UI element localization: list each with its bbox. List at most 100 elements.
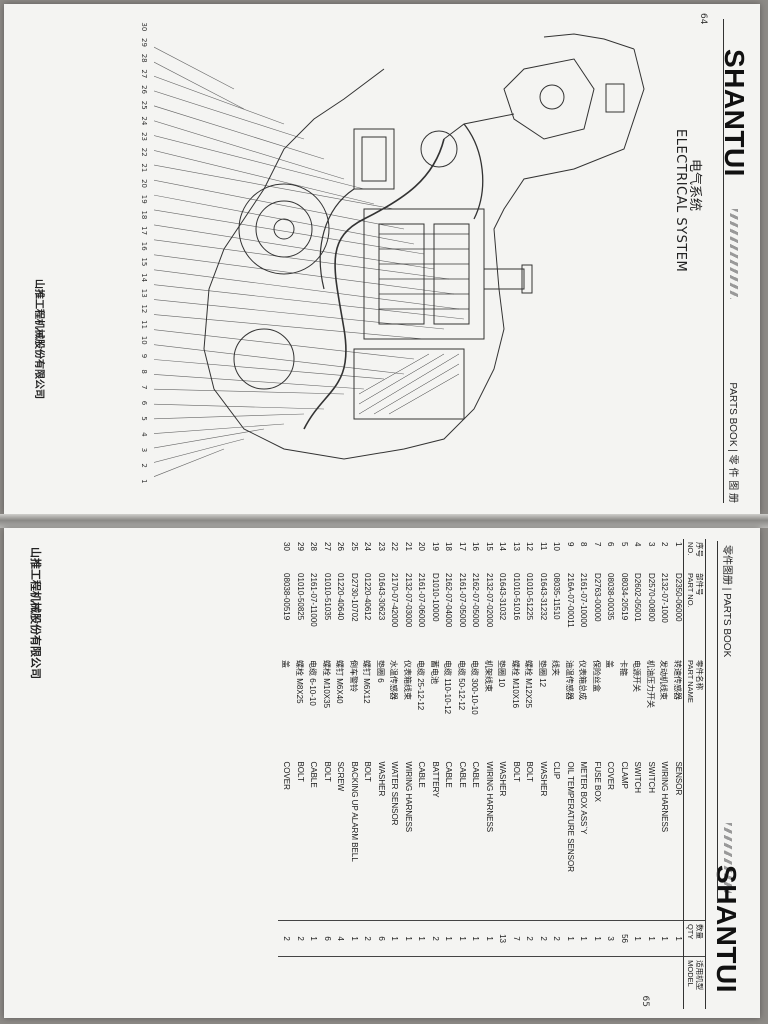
callout-number: 17 [140, 226, 148, 236]
row-number: 14 [498, 542, 508, 551]
header-rule [723, 19, 724, 503]
part-name-en: CABLE [471, 761, 481, 788]
part-name-zh: 螺钉 M6X40 [335, 660, 345, 704]
part-name-zh: 机架线束 [483, 660, 493, 692]
part-name-zh: 蓄电池 [429, 660, 439, 684]
quantity: 1 [304, 920, 319, 957]
quantity: 1 [453, 920, 467, 957]
page-header: 零件图册 | PARTS BOOK [721, 545, 732, 658]
row-number: 12 [525, 542, 535, 551]
part-name-zh: 电源开关 [632, 660, 642, 692]
callout-number: 30 [140, 22, 148, 32]
model [412, 956, 427, 1009]
callout-number: 29 [140, 38, 148, 47]
part-name-zh: 保险丝盒 [591, 660, 601, 692]
row-number: 20 [417, 542, 427, 551]
part-name-en: CABLE [417, 761, 427, 788]
part-number: 2161-07-06000 [417, 573, 427, 628]
part-name-en: WASHER [376, 761, 386, 797]
part-name-en: WIRING HARNESS [403, 761, 413, 833]
model [466, 956, 481, 1009]
part-number: 08038-00035 [606, 573, 616, 621]
model [561, 956, 575, 1009]
part-number: 01010-50825 [295, 573, 305, 621]
callout-number: 9 [140, 353, 148, 359]
callout-number: 28 [140, 53, 148, 63]
part-number: D2763-00000 [592, 573, 602, 622]
part-name-en: WASHER [538, 761, 548, 797]
part-name-en: COVER [282, 761, 292, 790]
page-number: 64 [698, 13, 708, 25]
part-number: 01643-31232 [538, 573, 548, 621]
callout-number: 25 [140, 100, 148, 110]
part-name-zh: 螺栓 M12X25 [524, 660, 534, 709]
part-name-en: SENSOR [673, 761, 683, 796]
left-page: SHANTUI PARTS BOOK | 零 件 图 册 64 电气系统 ELE… [4, 4, 760, 514]
part-name-zh: 垫圈 6 [375, 660, 385, 683]
quantity: 6 [372, 920, 386, 957]
model [304, 956, 319, 1009]
quantity: 1 [385, 920, 400, 957]
part-name-zh: 电缆 6-10-10 [308, 660, 318, 706]
callout-number: 7 [140, 385, 148, 390]
callout-number: 16 [140, 241, 148, 251]
callout-number: 8 [140, 369, 148, 374]
row-number: 30 [282, 542, 292, 551]
quantity: 1 [655, 920, 670, 957]
model [655, 956, 670, 1009]
part-number: 01220-40612 [363, 573, 373, 621]
row-number: 24 [363, 542, 373, 551]
model [520, 956, 535, 1009]
model [601, 956, 616, 1009]
row-number: 13 [511, 542, 521, 551]
part-name-zh: 发动机线束 [659, 660, 669, 700]
part-number: 08035-11510 [552, 573, 562, 620]
quantity: 1 [466, 920, 481, 957]
part-name-zh: 垫圈 10 [497, 660, 507, 688]
part-name-en: BATTERY [430, 761, 440, 798]
brand-stripes [730, 209, 738, 299]
model [318, 956, 332, 1009]
callout-number: 4 [140, 432, 148, 437]
section-title-zh: 电气系统 [687, 159, 702, 212]
row-number: 22 [390, 542, 400, 551]
callout-numbers: 30 29 28 27 26 25 24 23 22 21 20 19 18 1… [140, 19, 148, 489]
quantity: 1 [574, 920, 589, 957]
part-name-en: BOLT [322, 761, 332, 782]
quantity: 2 [291, 920, 305, 957]
part-number: 2132-07-02000 [484, 573, 494, 628]
book-spine [0, 514, 768, 528]
part-number: 2132-07-03000 [403, 573, 413, 628]
part-number: 2161-07-11000 [309, 573, 319, 627]
part-number: 216A-07-00011 [565, 573, 575, 628]
quantity: 2 [277, 920, 292, 957]
callout-number: 5 [140, 416, 148, 421]
part-name-zh: 电缆 50-12-12 [456, 660, 466, 711]
part-number: D2730-10702 [349, 573, 359, 622]
quantity: 1 [588, 920, 602, 957]
part-number: D2602-05001 [633, 573, 643, 622]
part-name-en: OIL TEMPERATURE SENSOR [565, 761, 575, 872]
part-name-zh: 水温传感器 [389, 660, 399, 700]
row-number: 15 [484, 542, 494, 551]
part-name-en: BOLT [525, 761, 535, 782]
callout-number: 27 [140, 69, 148, 79]
callout-number: 14 [140, 273, 148, 283]
quantity: 1 [642, 920, 656, 957]
part-name-en: CABLE [309, 761, 319, 788]
model [277, 956, 292, 1009]
row-number: 29 [295, 542, 305, 551]
row-number: 6 [606, 542, 616, 547]
quantity: 4 [331, 920, 346, 957]
model [385, 956, 400, 1009]
